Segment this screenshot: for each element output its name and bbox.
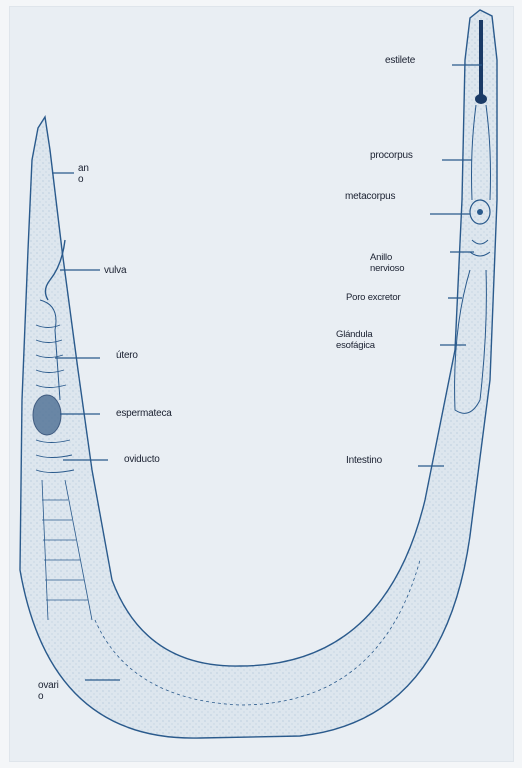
label-procorpus: procorpus xyxy=(370,150,413,161)
label-ovario: ovari o xyxy=(38,680,59,702)
label-intestino: Intestino xyxy=(346,455,382,466)
label-ano: an o xyxy=(78,163,89,185)
stylet-knob xyxy=(475,94,487,104)
label-estilete: estilete xyxy=(385,55,415,66)
label-espermateca: espermateca xyxy=(116,408,172,419)
label-oviducto: oviducto xyxy=(124,454,160,465)
metacorpus-valve xyxy=(477,209,483,215)
label-metacorpus: metacorpus xyxy=(345,191,395,202)
label-vulva: vulva xyxy=(104,265,126,276)
label-glandula-esofagica: Glándula esofágica xyxy=(336,329,375,351)
label-anillo-nervioso: Anillo nervioso xyxy=(370,252,404,274)
body-stipple xyxy=(20,10,497,738)
spermatheca xyxy=(33,395,61,435)
label-utero: útero xyxy=(116,350,138,361)
label-poro-excretor: Poro excretor xyxy=(346,292,400,303)
